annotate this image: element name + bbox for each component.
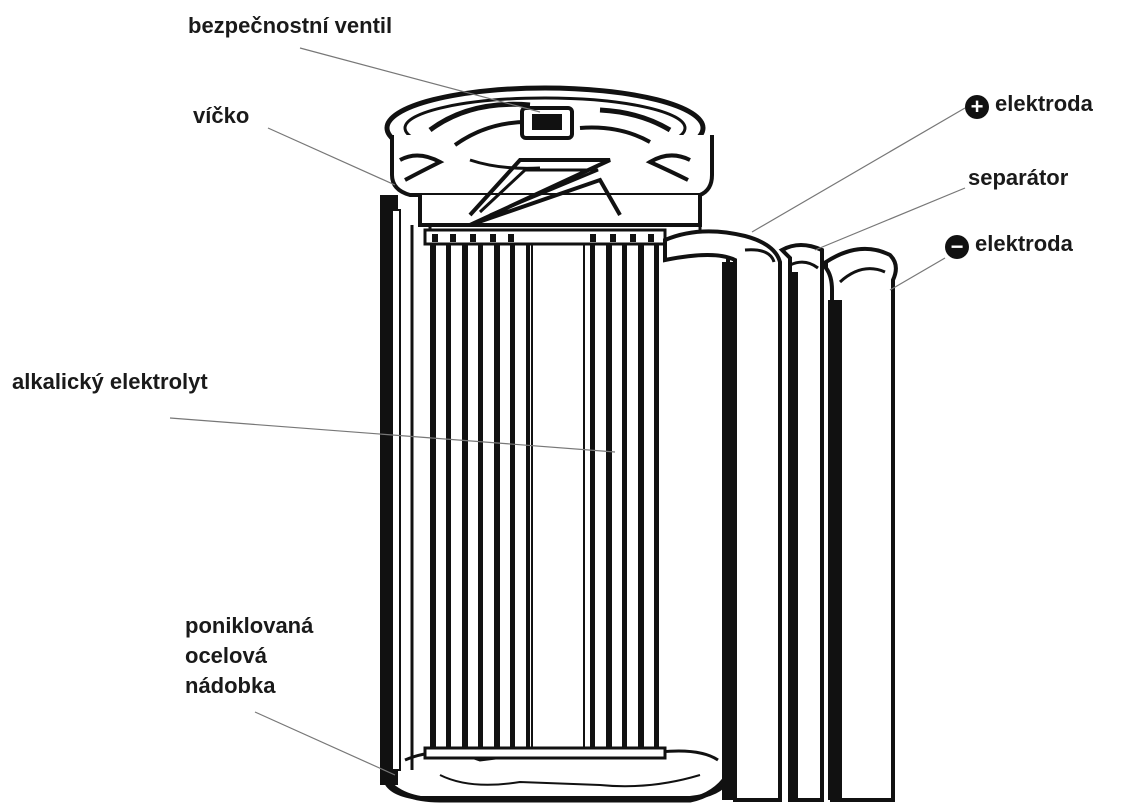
label-positive-electrode: +elektroda bbox=[965, 91, 1093, 119]
leader-positive-electrode bbox=[752, 108, 965, 232]
label-container: poniklovaná ocelová nádobka bbox=[185, 611, 313, 701]
leader-separator bbox=[815, 188, 965, 250]
label-electrolyte: alkalický elektrolyt bbox=[12, 369, 208, 395]
negative-electrode-text: elektroda bbox=[975, 231, 1073, 256]
label-negative-electrode: −elektroda bbox=[945, 231, 1073, 259]
leader-negative-electrode bbox=[890, 258, 945, 290]
leader-container bbox=[255, 712, 395, 775]
container-line-2: ocelová bbox=[185, 641, 313, 671]
positive-electrode-text: elektroda bbox=[995, 91, 1093, 116]
container-line-1: poniklovaná bbox=[185, 611, 313, 641]
container-line-3: nádobka bbox=[185, 671, 313, 701]
cap-assembly bbox=[387, 88, 712, 240]
label-separator: separátor bbox=[968, 165, 1068, 191]
label-safety-valve: bezpečnostní ventil bbox=[188, 13, 392, 39]
label-cap: víčko bbox=[193, 103, 249, 129]
plus-icon: + bbox=[965, 95, 989, 119]
leader-cap bbox=[268, 128, 395, 185]
minus-icon: − bbox=[945, 235, 969, 259]
